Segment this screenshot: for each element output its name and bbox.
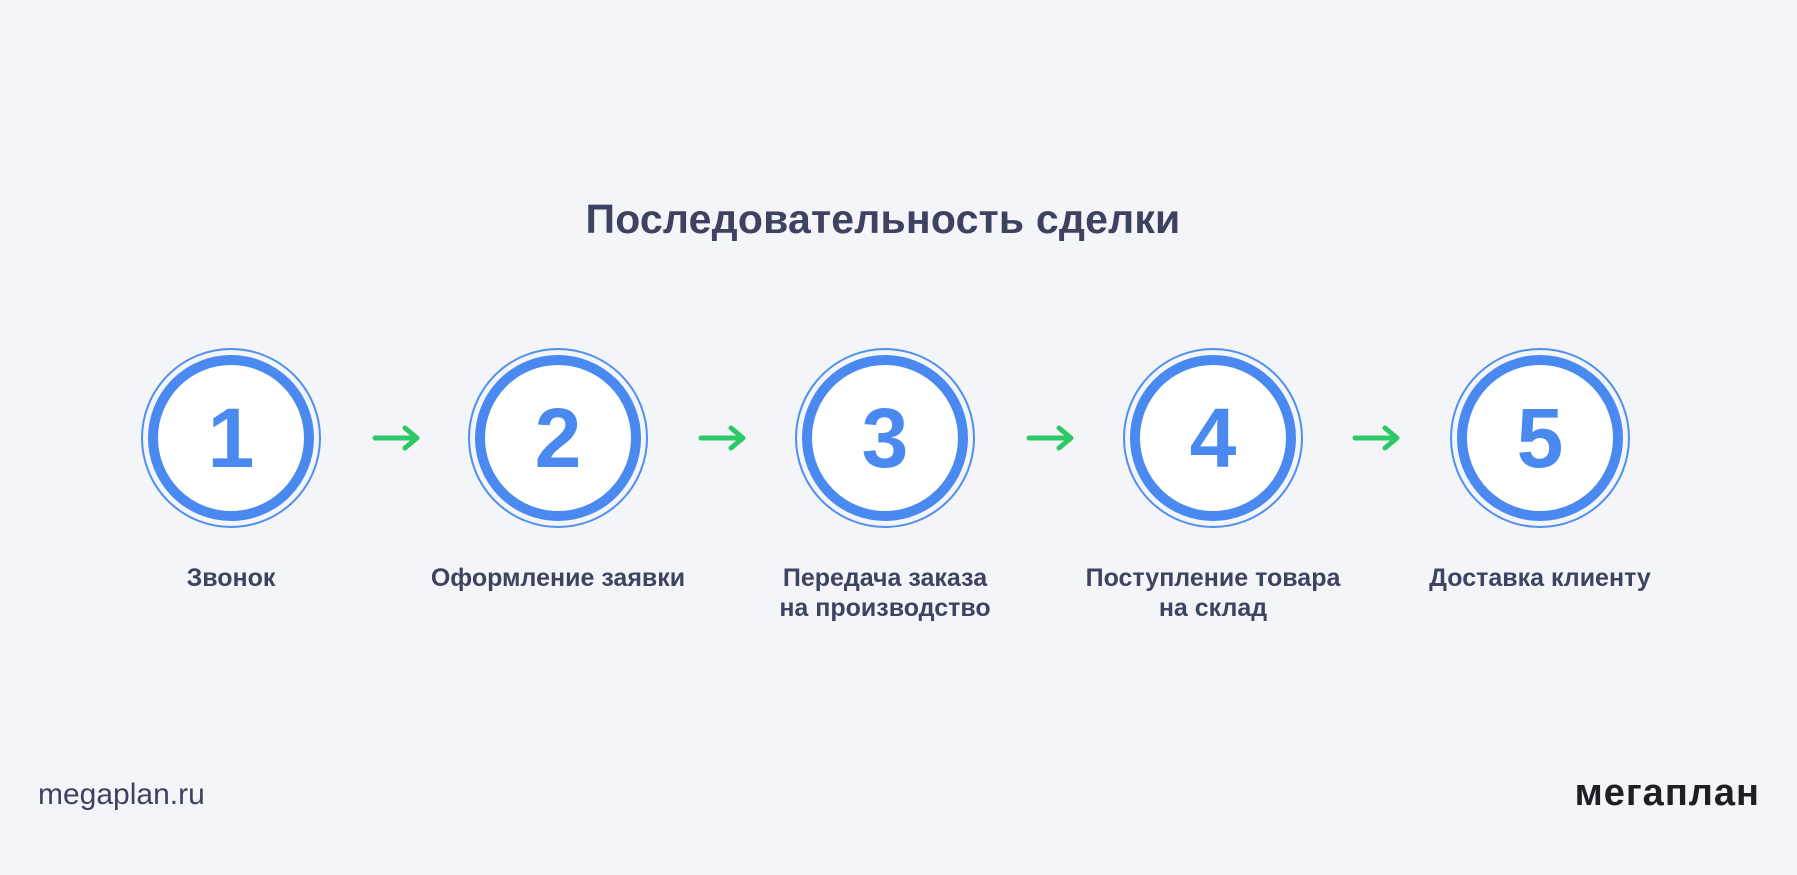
step-5-inner-ring — [1457, 355, 1623, 521]
step-2-inner-ring — [475, 355, 641, 521]
arrow-right-icon — [372, 425, 420, 451]
step-4-inner-ring — [1130, 355, 1296, 521]
step-5-label-line: Доставка клиенту — [1429, 564, 1651, 592]
step-5-label: Доставка клиенту — [1390, 563, 1690, 593]
step-2-outer-ring — [468, 348, 648, 528]
step-3-outer-ring — [795, 348, 975, 528]
step-3-inner-ring — [802, 355, 968, 521]
arrow-right-icon — [698, 425, 746, 451]
step-3-number: 3 — [861, 391, 909, 485]
step-1-label-line: Звонок — [186, 564, 276, 592]
footer-url[interactable]: megaplan.ru — [38, 778, 205, 811]
step-5-number: 5 — [1516, 391, 1564, 485]
brand-logo: мегаплан — [1574, 772, 1760, 814]
diagram-title: Последовательность сделки — [585, 196, 1181, 242]
step-1-inner-ring — [148, 355, 314, 521]
step-2-circle: 2 — [468, 348, 648, 528]
step-3-circle: 3 — [795, 348, 975, 528]
step-2-label-line: Оформление заявки — [430, 564, 686, 592]
step-4-outer-ring — [1123, 348, 1303, 528]
step-5-circle: 5 — [1450, 348, 1630, 528]
arrow-right-icon — [1352, 425, 1400, 451]
step-5-outer-ring — [1450, 348, 1630, 528]
step-1-circle: 1 — [141, 348, 321, 528]
step-1-outer-ring — [141, 348, 321, 528]
step-4-circle: 4 — [1123, 348, 1303, 528]
step-4-label-line-1: Поступление товара — [1085, 564, 1341, 592]
step-3-label-line-1: Передача заказа — [782, 564, 988, 592]
step-4-label-line-2: на склад — [1158, 594, 1268, 622]
step-1-label: Звонок — [81, 563, 381, 593]
step-1-number: 1 — [207, 391, 255, 485]
step-3-label-line-2: на производство — [779, 594, 991, 622]
arrow-right-icon — [1026, 425, 1074, 451]
step-4-number: 4 — [1189, 391, 1237, 485]
step-2-number: 2 — [534, 391, 582, 485]
step-3-label: Передача заказа на производство — [735, 563, 1035, 623]
step-4-label: Поступление товара на склад — [1063, 563, 1363, 623]
step-2-label: Оформление заявки — [408, 563, 708, 593]
